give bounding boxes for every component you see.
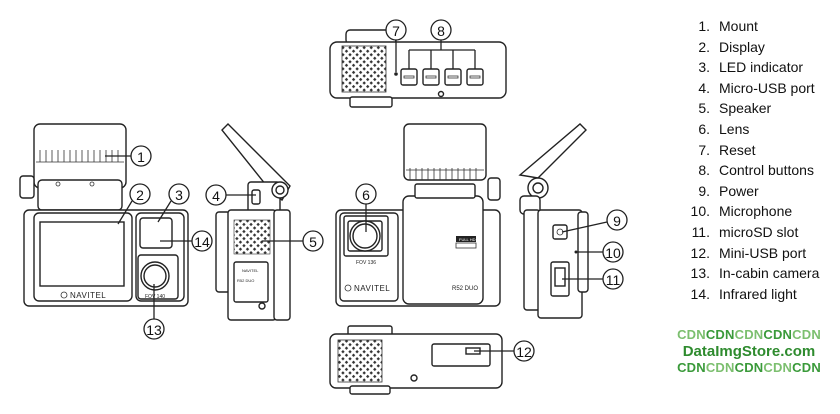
svg-text:NAVITEL: NAVITEL	[242, 268, 259, 273]
fov-cabin-label: FOV 140	[145, 294, 165, 300]
svg-text:2: 2	[136, 187, 144, 203]
callouts: 7 8 1 2 3 14 13 4 5 6 9 10 11 12	[129, 19, 628, 362]
parts-legend: 1.Mount 2.Display 3.LED indicator 4.Micr…	[676, 16, 820, 304]
callout-3: 3	[168, 183, 190, 205]
callout-12: 12	[513, 340, 535, 362]
svg-text:13: 13	[146, 322, 162, 338]
callout-10: 10	[602, 241, 624, 263]
svg-text:14: 14	[194, 234, 210, 250]
display-view: NAVITEL FOV 140	[19, 123, 189, 307]
control-button-4	[466, 68, 484, 86]
callout-8: 8	[430, 19, 452, 41]
brand-label-front: NAVITEL	[354, 284, 390, 293]
display-screen	[39, 221, 125, 287]
svg-text:7: 7	[392, 23, 400, 39]
legend-item: 14.Infrared light	[690, 285, 797, 302]
svg-text:9: 9	[613, 213, 621, 229]
legend-item: 6.Lens	[698, 120, 750, 137]
legend-item: 1.Mount	[698, 18, 758, 34]
legend-item: 12.Mini-USB port	[690, 244, 807, 261]
callout-11: 11	[602, 268, 624, 290]
reset-hole	[394, 72, 398, 76]
callout-4: 4	[205, 184, 227, 206]
front-lens	[349, 220, 381, 252]
full-hd-badge: FULL HD	[459, 237, 476, 242]
callout-7: 7	[385, 19, 407, 41]
svg-text:5: 5	[309, 234, 317, 250]
callout-5: 5	[302, 230, 324, 252]
legend-item: 3.LED indicator	[698, 59, 804, 76]
svg-text:3: 3	[175, 187, 183, 203]
legend-item: 13.In-cabin camera	[690, 265, 820, 282]
svg-text:1: 1	[137, 149, 145, 165]
model-label: R52 DUO	[452, 286, 478, 292]
callout-13: 13	[143, 318, 165, 340]
svg-text:12: 12	[516, 344, 532, 360]
power-button	[552, 224, 568, 240]
legend-item: 8.Control buttons	[698, 162, 814, 179]
legend-item: 7.Reset	[698, 141, 756, 158]
legend-item: 2.Display	[698, 38, 765, 55]
speaker-grille-side	[233, 219, 271, 255]
micro-usb-port	[251, 189, 261, 205]
top-view	[329, 29, 507, 108]
microphone-hole	[574, 250, 578, 254]
legend-item: 5.Speaker	[698, 100, 772, 117]
svg-text:R52 DUO: R52 DUO	[237, 278, 254, 283]
left-side-view: NAVITEL R52 DUO	[215, 123, 291, 321]
svg-text:6: 6	[362, 187, 370, 203]
control-button-2	[422, 68, 440, 86]
brand-label: NAVITEL	[70, 291, 106, 300]
legend-item: 10.Microphone	[690, 203, 793, 220]
svg-text:8: 8	[437, 23, 445, 39]
right-side-view	[518, 123, 589, 319]
callout-1: 1	[130, 145, 152, 167]
front-view: FOV 136 NAVITEL FULL HD R52 DUO	[335, 123, 501, 307]
fov-front-label: FOV 136	[356, 260, 376, 266]
callout-2: 2	[129, 183, 151, 205]
leader-lines	[105, 40, 608, 352]
legend-item: 9.Power	[698, 182, 759, 199]
svg-text:10: 10	[605, 245, 621, 261]
in-cabin-camera-lens	[140, 261, 170, 291]
speaker-grille	[341, 45, 387, 93]
control-button-3	[444, 68, 462, 86]
callout-6: 6	[355, 183, 377, 205]
svg-text:4: 4	[212, 188, 220, 204]
callout-14: 14	[191, 230, 213, 252]
callout-9: 9	[606, 209, 628, 231]
legend-item: 4.Micro-USB port	[698, 79, 815, 96]
control-button-1	[400, 68, 418, 86]
bottom-view	[329, 325, 503, 395]
watermark: CDNCDNCDNCDNCDN DataImgStore.com CDNCDNC…	[677, 327, 821, 375]
svg-text:11: 11	[606, 272, 621, 288]
legend-item: 11.microSD slot	[691, 223, 799, 240]
infrared-light	[139, 217, 173, 249]
